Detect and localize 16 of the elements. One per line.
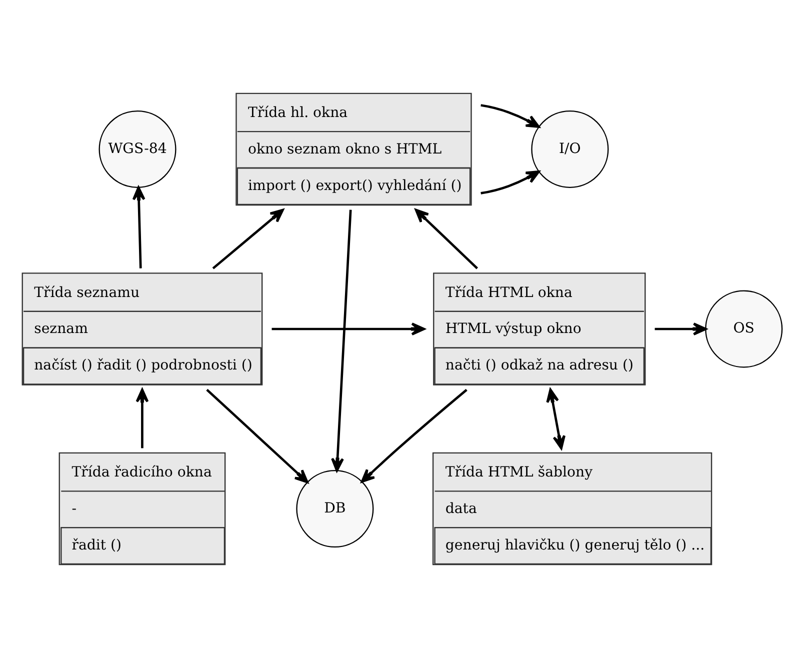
node-circle: WGS-84 [98, 110, 176, 188]
arrow [206, 388, 308, 483]
arrow [414, 208, 478, 269]
node-circle: OS [705, 290, 783, 368]
arrow [272, 322, 426, 335]
node-circle: DB [296, 470, 374, 548]
arrow [212, 208, 284, 269]
node-circle: I/O [531, 110, 609, 188]
arrow [480, 104, 540, 128]
arrow [546, 388, 566, 449]
arrow [480, 170, 540, 194]
arrow [360, 388, 468, 482]
arrow [136, 388, 149, 448]
arrow [132, 186, 146, 268]
arrow [654, 322, 707, 335]
arrow [331, 209, 352, 472]
